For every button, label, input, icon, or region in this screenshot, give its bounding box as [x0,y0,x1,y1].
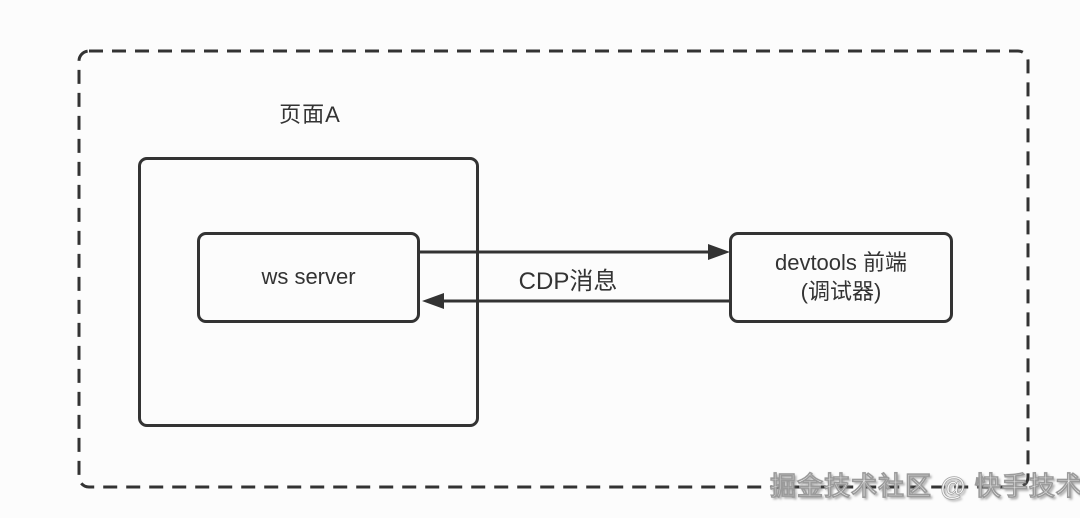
devtools-label-line2: (调试器) [800,278,882,304]
devtools-label-line1: devtools 前端 [774,249,908,275]
devtools-node: devtools 前端 (调试器) [729,232,953,323]
watermark-text: 掘金技术社区 @ 快手技术 [770,471,1080,502]
page-a-container [138,157,479,427]
ws-server-node: ws server [197,232,420,323]
ws-server-label: ws server [261,264,356,290]
arrowhead-right-icon [708,244,730,260]
page-a-label: 页面A [279,102,341,127]
cdp-message-label: CDP消息 [518,268,618,295]
